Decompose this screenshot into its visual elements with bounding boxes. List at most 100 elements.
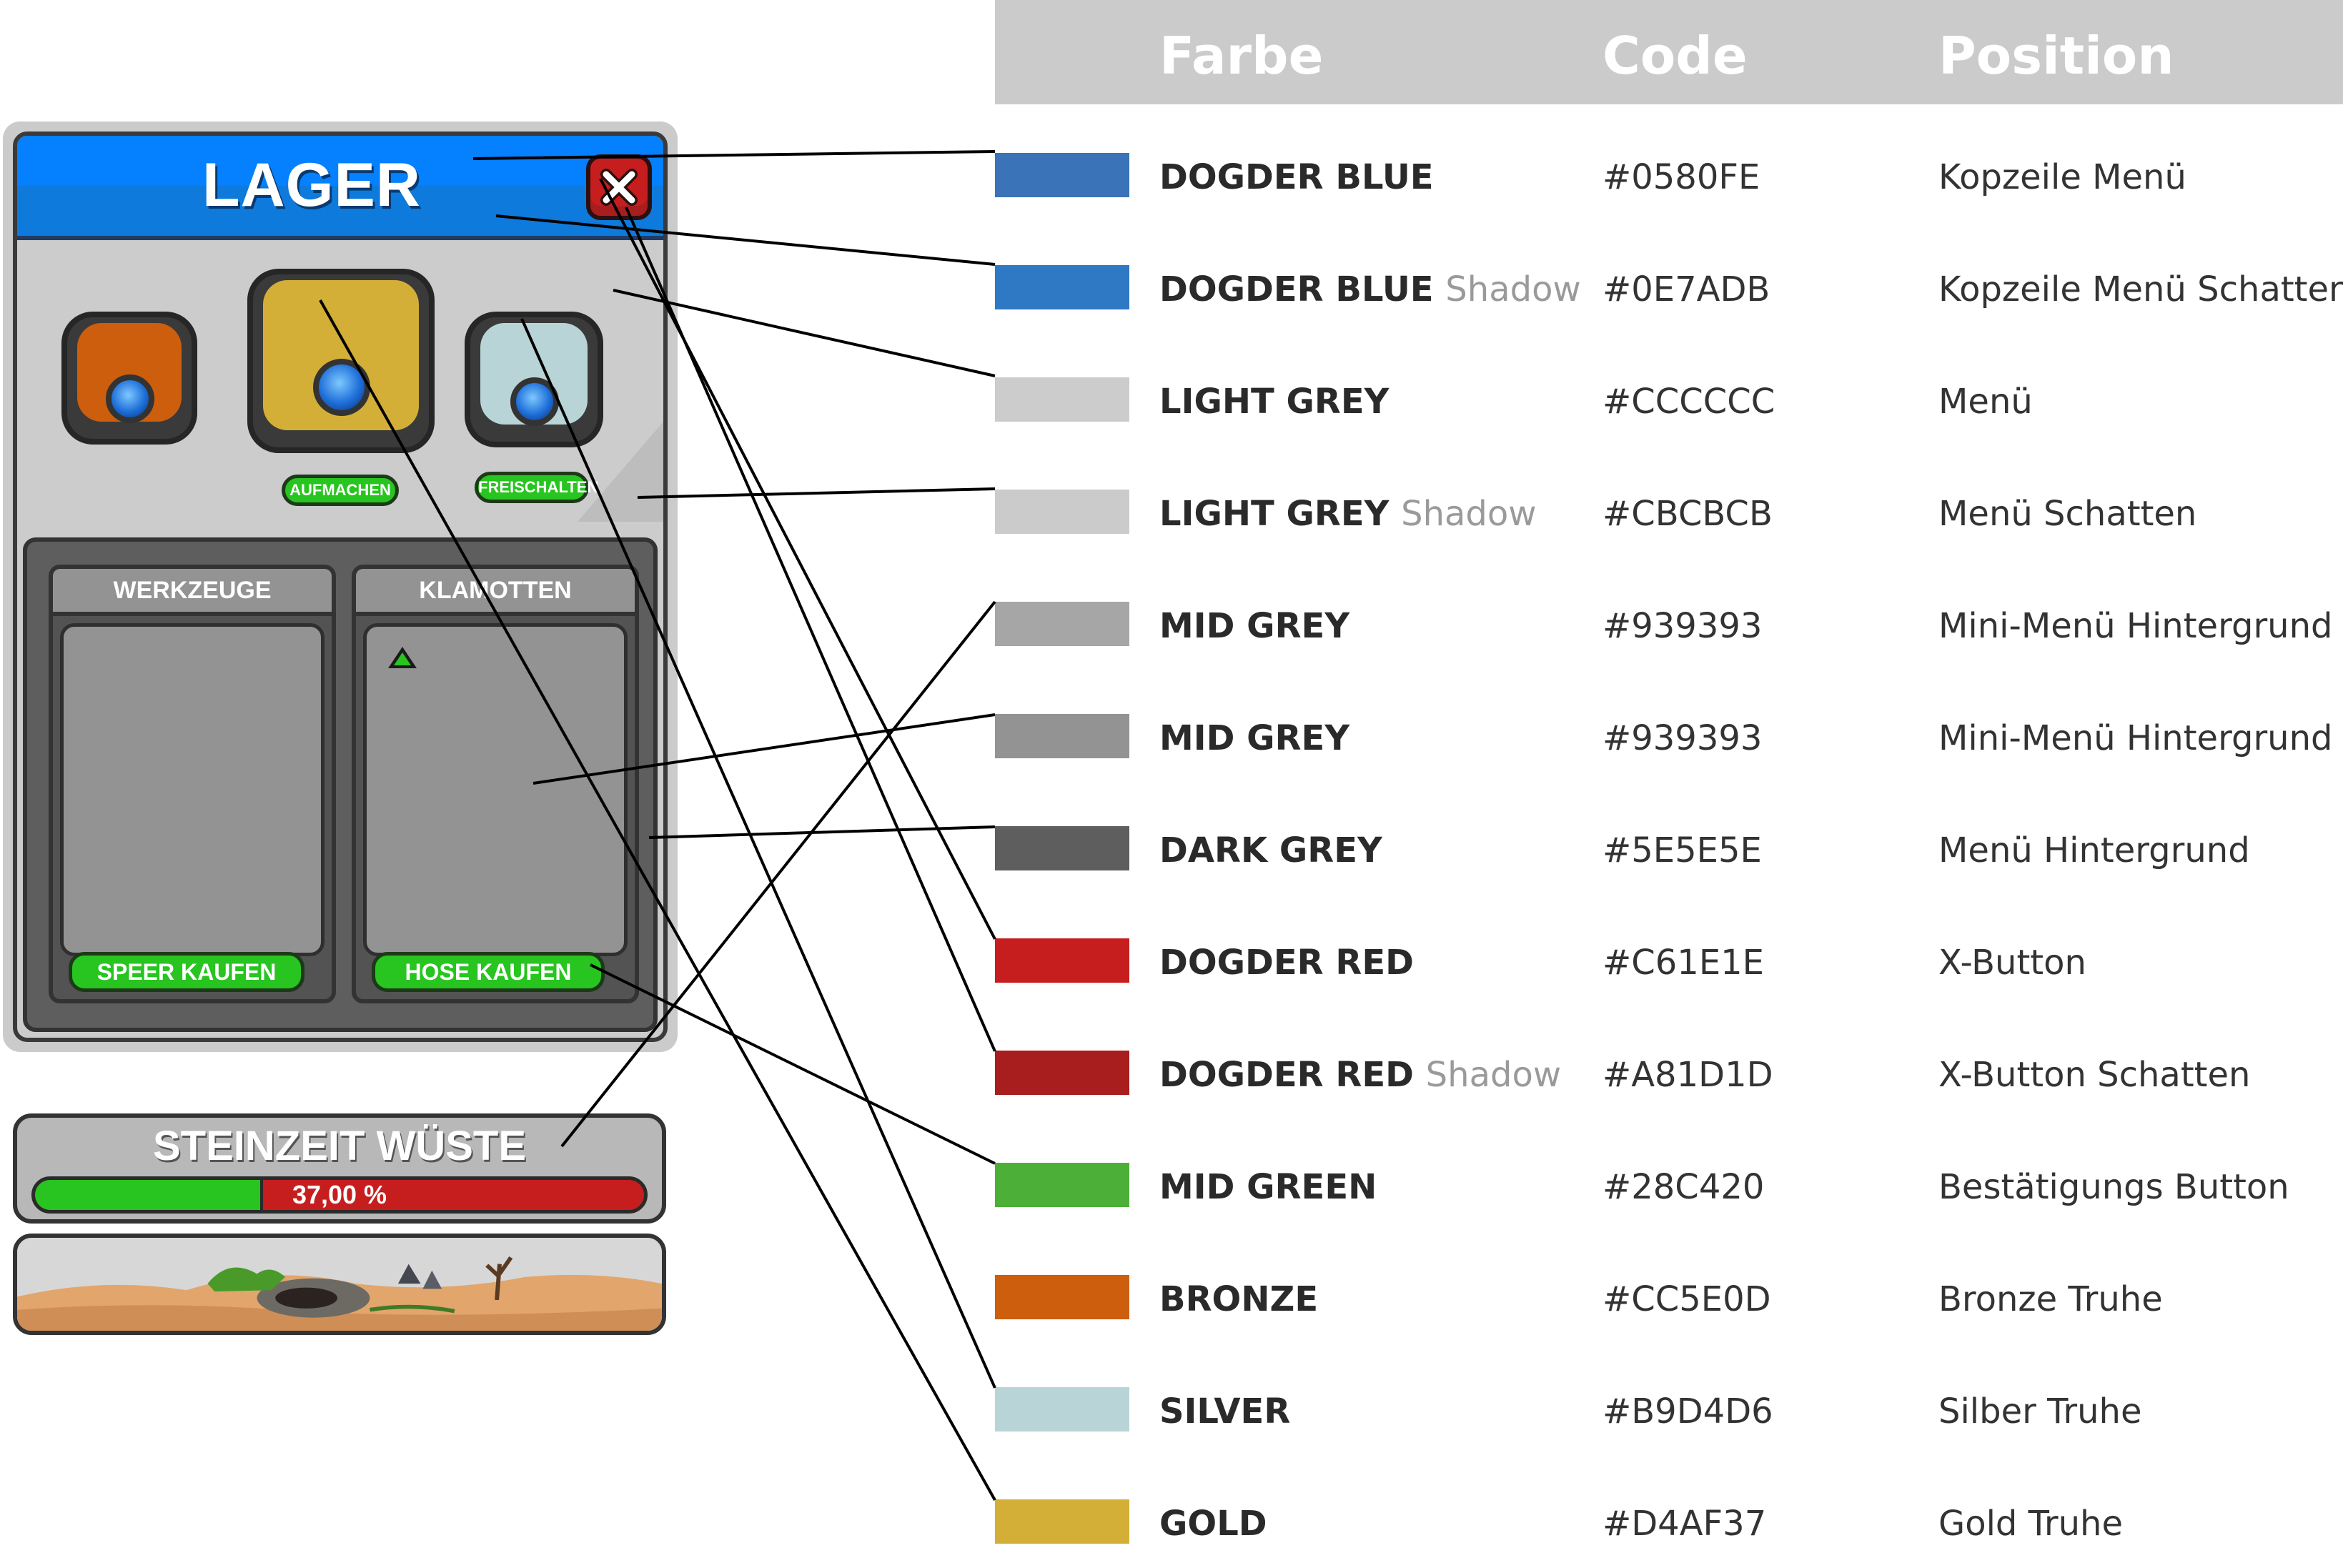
color-name-suffix: Shadow [1445, 269, 1581, 309]
shop-tray: WERKZEUGE SPEER KAUFEN KLAMOTTEN HOSE KA… [23, 537, 658, 1032]
color-name: MID GREY [1159, 606, 1349, 646]
color-name: GOLD [1159, 1504, 1267, 1544]
color-swatch [995, 1275, 1129, 1319]
gold-chest[interactable] [247, 269, 435, 453]
color-swatch [995, 938, 1129, 983]
color-position: Kopzeile Menü [1938, 157, 2186, 197]
color-code: #939393 [1603, 606, 1763, 646]
header-code: Code [1603, 26, 1748, 86]
color-row: DARK GREY #5E5E5E Menü Hintergrund [995, 816, 2343, 895]
color-name-suffix: Shadow [1401, 494, 1537, 534]
color-swatch [995, 377, 1129, 422]
unlock-chest-button[interactable]: FREISCHALTEN [475, 472, 598, 503]
buy-spear-button[interactable]: SPEER KAUFEN [69, 952, 304, 992]
header-color: Farbe [1159, 26, 1324, 86]
color-row: GOLD #D4AF37 Gold Truhe [995, 1489, 2343, 1568]
color-code: #D4AF37 [1603, 1504, 1767, 1544]
color-position: X-Button Schatten [1938, 1055, 2251, 1095]
progress-fill [35, 1180, 264, 1210]
color-name: SILVER [1159, 1391, 1290, 1431]
color-code: #CBCBCB [1603, 494, 1773, 534]
color-code: #CCCCCC [1603, 382, 1775, 422]
color-code: #5E5E5E [1603, 830, 1762, 870]
color-row: DOGDER BLUE #0580FE Kopzeile Menü [995, 143, 2343, 222]
color-swatch [995, 490, 1129, 534]
color-name: LIGHT GREY [1159, 382, 1389, 422]
color-row: MID GREY #939393 Mini-Menü Hintergrund [995, 704, 2343, 783]
zone-banner: STEINZEIT WÜSTE 37,00 % [13, 1113, 666, 1224]
color-table-header: Farbe Code Position [995, 0, 2343, 104]
color-name: DOGDER RED [1159, 943, 1414, 983]
color-code: #CC5E0D [1603, 1279, 1771, 1319]
color-name-main: LIGHT GREY [1159, 494, 1390, 534]
color-name: BRONZE [1159, 1279, 1318, 1319]
color-position: Mini-Menü Hintergrund [1938, 606, 2333, 646]
color-position: Mini-Menü Hintergrund [1938, 718, 2333, 758]
color-position: Bronze Truhe [1938, 1279, 2163, 1319]
color-position: Menü Hintergrund [1938, 830, 2250, 870]
color-name-suffix: Shadow [1425, 1055, 1562, 1095]
color-row: MID GREY #939393 Mini-Menü Hintergrund [995, 592, 2343, 670]
color-name: DOGDER BLUE Shadow [1159, 269, 1581, 309]
color-swatch [995, 1051, 1129, 1095]
progress-label: 37,00 % [292, 1180, 387, 1209]
open-chest-button[interactable]: AUFMACHEN [282, 475, 399, 506]
silver-chest[interactable] [465, 312, 603, 447]
color-name-main: DOGDER RED [1159, 943, 1414, 983]
color-name: DARK GREY [1159, 830, 1382, 870]
close-icon [600, 169, 638, 206]
color-row: LIGHT GREY #CCCCCC Menü [995, 367, 2343, 446]
color-swatch [995, 602, 1129, 646]
color-position: Menü [1938, 382, 2033, 422]
color-name: LIGHT GREY Shadow [1159, 494, 1537, 534]
buy-pants-button[interactable]: HOSE KAUFEN [372, 952, 605, 992]
tools-card-body [60, 623, 325, 956]
menu-header: LAGER [17, 136, 663, 240]
color-name-main: MID GREY [1159, 718, 1350, 758]
zone-progress-bar: 37,00 % [31, 1176, 648, 1214]
triangle-up-icon [388, 647, 417, 668]
clothes-card-body [363, 623, 628, 956]
color-name-main: SILVER [1159, 1391, 1291, 1431]
gem-icon [510, 377, 559, 426]
color-row: DOGDER BLUE Shadow #0E7ADB Kopzeile Menü S… [995, 255, 2343, 334]
bronze-chest[interactable] [61, 312, 197, 445]
color-code: #28C420 [1603, 1167, 1765, 1207]
gem-icon [106, 374, 154, 423]
color-position: Kopzeile Menü Schatten [1938, 269, 2343, 309]
color-row: MID GREEN #28C420 Bestätigungs Button [995, 1153, 2343, 1231]
tools-card: WERKZEUGE SPEER KAUFEN [49, 565, 336, 1003]
desert-scene-image [13, 1234, 666, 1335]
color-code: #B9D4D6 [1603, 1391, 1773, 1431]
color-swatch [995, 826, 1129, 870]
color-code: #C61E1E [1603, 943, 1765, 983]
color-position: Bestätigungs Button [1938, 1167, 2289, 1207]
color-name-main: GOLD [1159, 1504, 1267, 1544]
menu-title: LAGER [202, 151, 421, 219]
color-swatch [995, 1499, 1129, 1544]
gem-icon [313, 359, 370, 416]
tools-card-title: WERKZEUGE [53, 569, 332, 616]
color-name: DOGDER RED Shadow [1159, 1055, 1561, 1095]
color-name: MID GREEN [1159, 1167, 1377, 1207]
clothes-card-title: KLAMOTTEN [356, 569, 635, 616]
color-swatch [995, 265, 1129, 309]
color-swatch [995, 714, 1129, 758]
color-name-main: LIGHT GREY [1159, 382, 1390, 422]
color-name-main: DOGDER BLUE [1159, 269, 1434, 309]
color-code: #0E7ADB [1603, 269, 1770, 309]
color-code: #0580FE [1603, 157, 1760, 197]
color-position: Gold Truhe [1938, 1504, 2123, 1544]
close-button[interactable] [586, 154, 652, 220]
color-name-main: BRONZE [1159, 1279, 1319, 1319]
color-name: DOGDER BLUE [1159, 157, 1434, 197]
color-name-main: DARK GREY [1159, 830, 1382, 870]
color-name-main: MID GREY [1159, 606, 1350, 646]
header-position: Position [1938, 26, 2174, 86]
zone-title: STEINZEIT WÜSTE [153, 1123, 526, 1169]
color-name-main: DOGDER BLUE [1159, 157, 1434, 197]
color-swatch [995, 153, 1129, 197]
color-code: #939393 [1603, 718, 1763, 758]
